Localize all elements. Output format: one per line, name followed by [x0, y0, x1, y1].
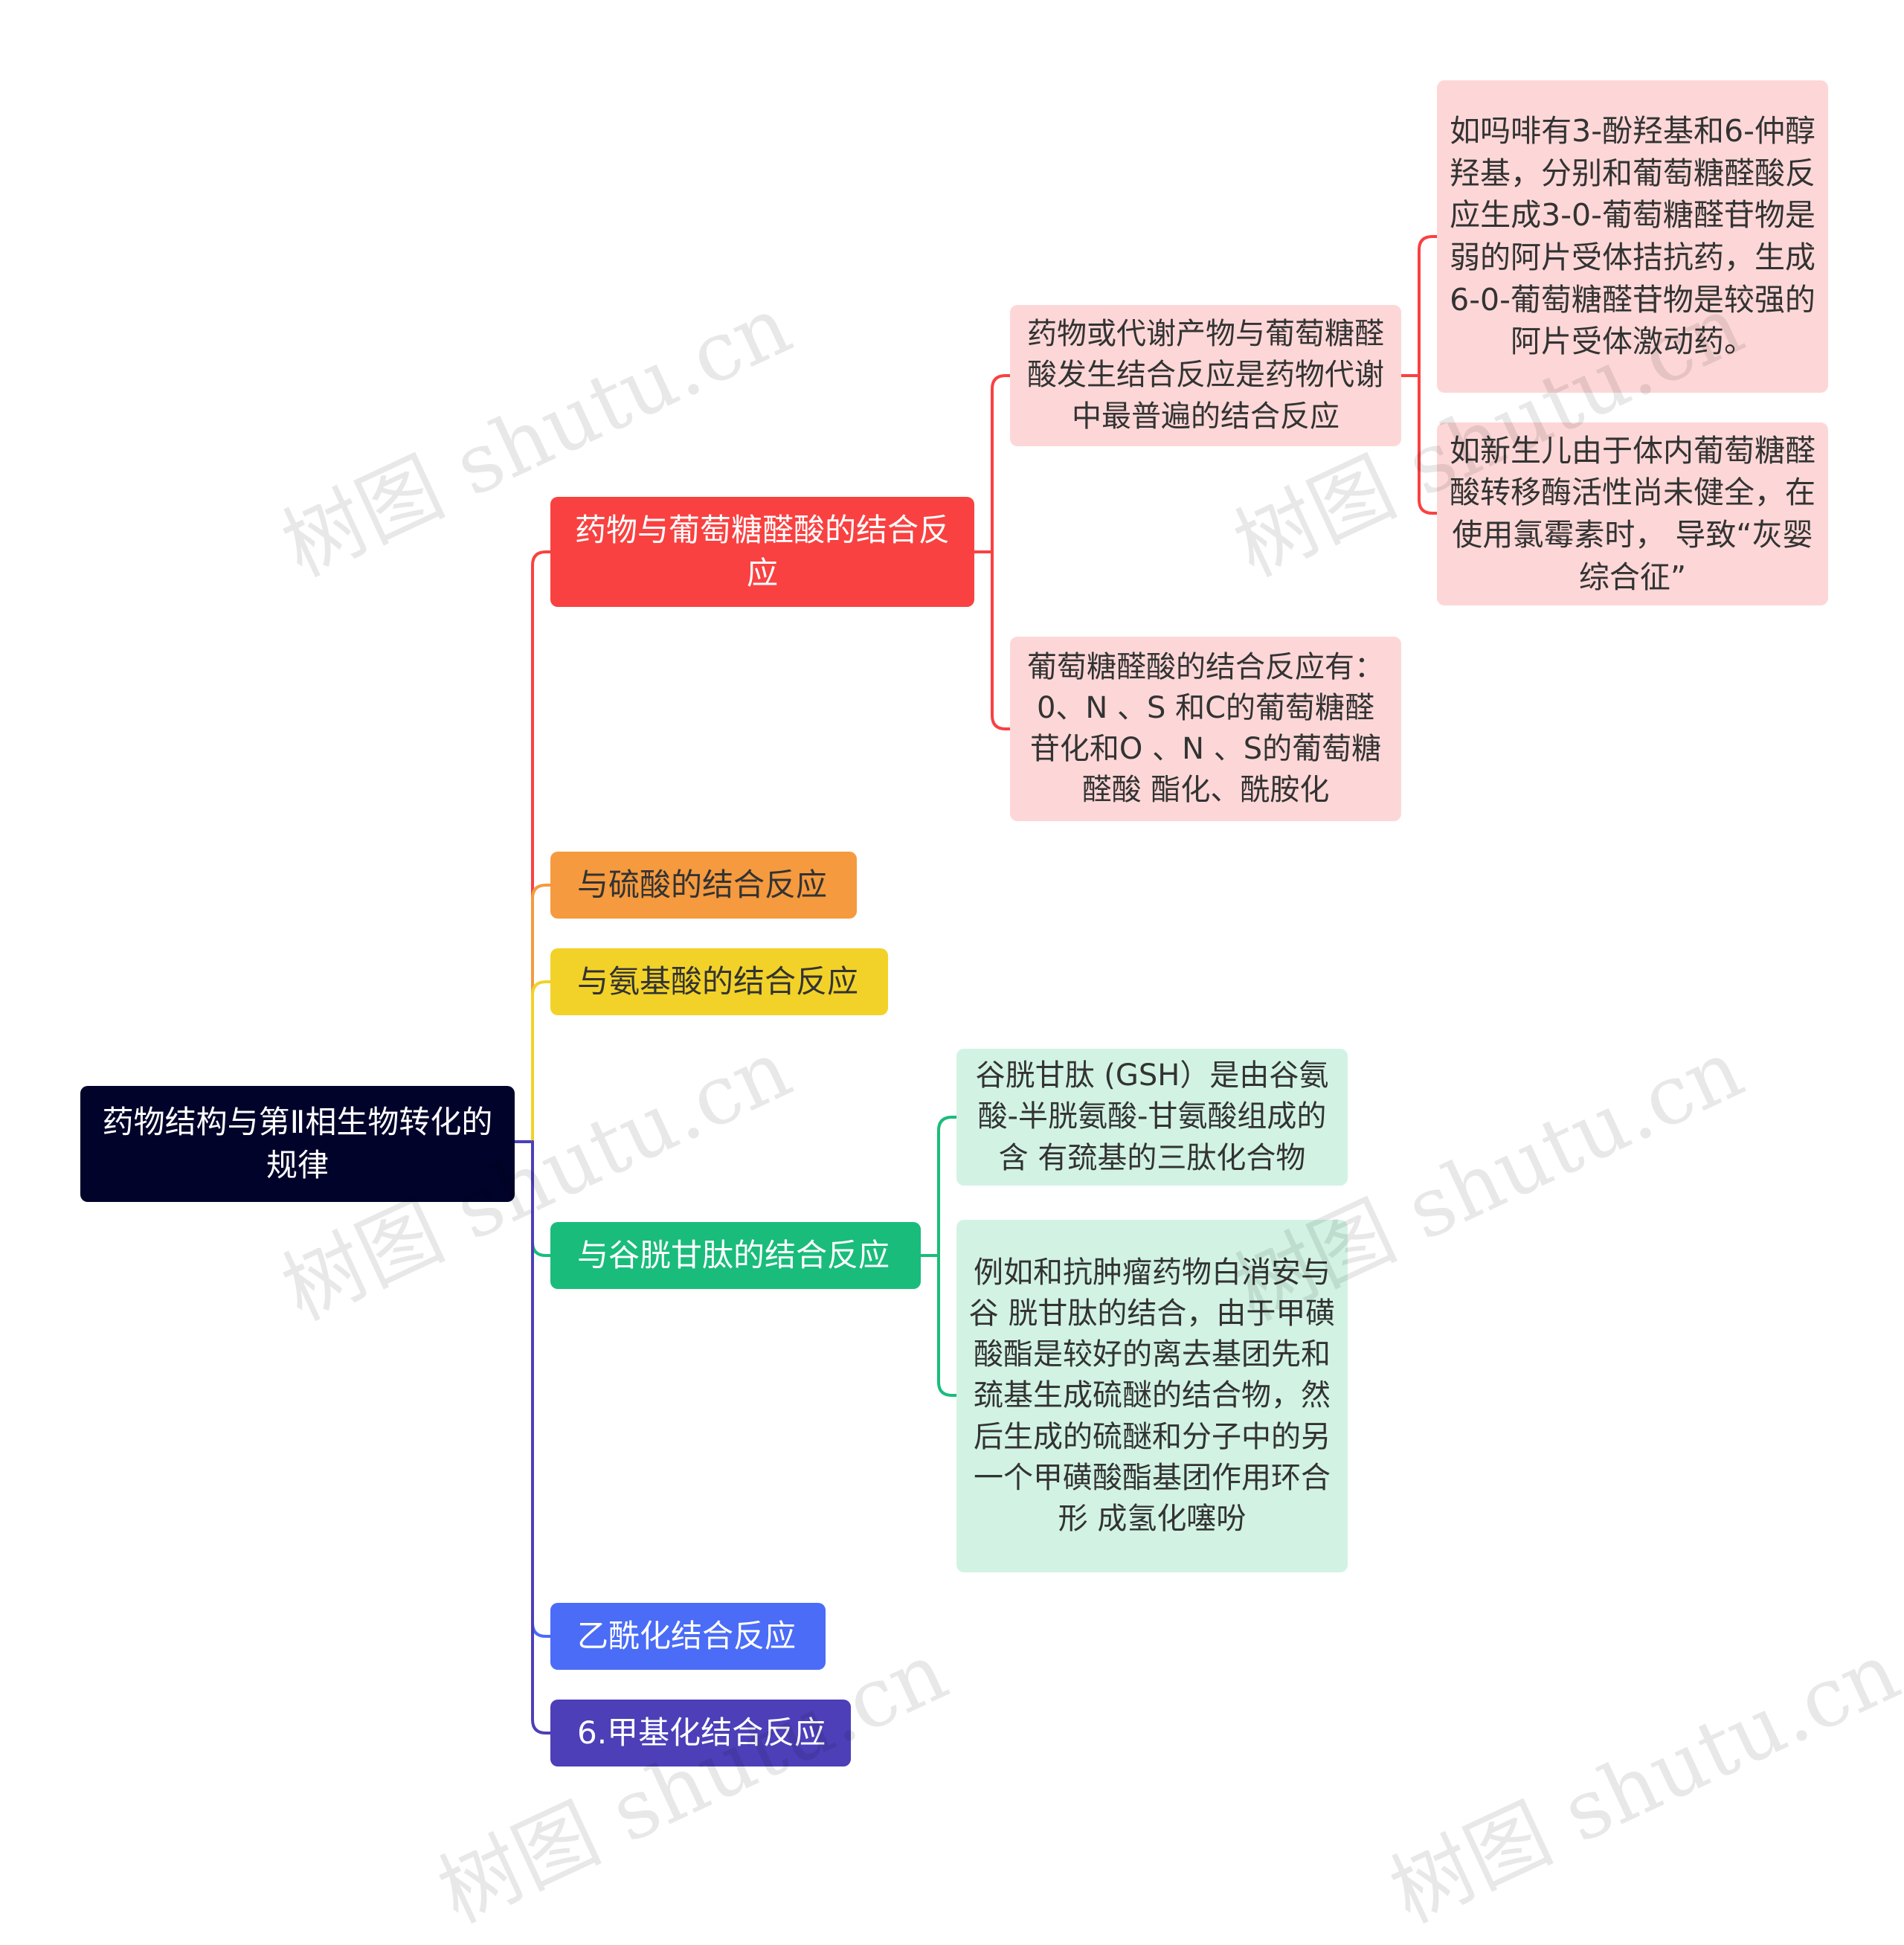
branch-glutathione-label: 与谷胱甘肽的结合反应: [577, 1237, 890, 1274]
root-node[interactable]: 药物结构与第Ⅱ相生物转化的规律: [80, 1086, 515, 1202]
link-gsh: [937, 1116, 958, 1257]
node-morphine-example-label: 如吗啡有3-酚羟基和6-仲醇 羟基，分别和葡萄糖醛酸反应生成3-0-葡萄糖醛苷物…: [1450, 113, 1815, 360]
node-morphine-example[interactable]: 如吗啡有3-酚羟基和6-仲醇 羟基，分别和葡萄糖醛酸反应生成3-0-葡萄糖醛苷物…: [1437, 80, 1828, 393]
link-acetyl: [531, 1140, 552, 1638]
branch-glucuronic[interactable]: 药物与葡萄糖醛酸的结合反应: [550, 497, 974, 607]
node-newborn-example-label: 如新生儿由于体内葡萄糖醛酸转移酶活性尚未健全，在使用氯霉素时， 导致“灰婴综合征…: [1450, 432, 1815, 595]
link-amino: [531, 980, 552, 1143]
link-sulfate: [531, 884, 552, 1143]
link-busulfan: [937, 1254, 958, 1397]
link-methyl: [531, 1140, 552, 1735]
branch-amino[interactable]: 与氨基酸的结合反应: [550, 948, 888, 1015]
branch-amino-label: 与氨基酸的结合反应: [577, 963, 859, 1000]
branch-methyl-label: 6.甲基化结合反应: [577, 1714, 826, 1752]
branch-sulfate[interactable]: 与硫酸的结合反应: [550, 852, 857, 919]
node-glucuronic-types-label: 葡萄糖醛酸的结合反应有：0、N 、S 和C的葡萄糖醛苷化和O 、N 、S的葡萄糖…: [1027, 649, 1384, 808]
link-newborn: [1418, 374, 1438, 515]
link-morphine: [1418, 235, 1438, 377]
branch-acetyl-label: 乙酰化结合反应: [577, 1618, 797, 1655]
node-glucuronic-common-label: 药物或代谢产物与葡萄糖醛酸发生结合反应是药物代谢中最普遍的结合反应: [1027, 317, 1384, 434]
link-common: [991, 374, 1012, 553]
branch-glucuronic-label: 药物与葡萄糖醛酸的结合反应: [574, 512, 950, 591]
node-newborn-example[interactable]: 如新生儿由于体内葡萄糖醛酸转移酶活性尚未健全，在使用氯霉素时， 导致“灰婴综合征…: [1437, 422, 1828, 605]
branch-acetyl[interactable]: 乙酰化结合反应: [550, 1603, 826, 1670]
link-glutathione: [531, 1140, 552, 1257]
root-label: 药物结构与第Ⅱ相生物转化的规律: [102, 1104, 493, 1183]
node-gsh-definition-label: 谷胱甘肽 (GSH）是由谷氨酸-半胱氨酸-甘氨酸组成的含 有巯基的三肽化合物: [975, 1058, 1329, 1175]
branch-glutathione[interactable]: 与谷胱甘肽的结合反应: [550, 1222, 921, 1289]
link-types: [991, 550, 1012, 730]
link-glucuronic: [531, 550, 552, 1143]
branch-methyl[interactable]: 6.甲基化结合反应: [550, 1700, 851, 1766]
node-glucuronic-types[interactable]: 葡萄糖醛酸的结合反应有：0、N 、S 和C的葡萄糖醛苷化和O 、N 、S的葡萄糖…: [1010, 637, 1401, 821]
node-busulfan-example[interactable]: 例如和抗肿瘤药物白消安与谷 胱甘肽的结合，由于甲磺酸酯是较好的离去基团先和巯基生…: [956, 1220, 1348, 1572]
node-glucuronic-common[interactable]: 药物或代谢产物与葡萄糖醛酸发生结合反应是药物代谢中最普遍的结合反应: [1010, 305, 1401, 446]
branch-sulfate-label: 与硫酸的结合反应: [577, 867, 828, 904]
connector-lines: [513, 235, 1438, 1735]
node-busulfan-example-label: 例如和抗肿瘤药物白消安与谷 胱甘肽的结合，由于甲磺酸酯是较好的离去基团先和巯基生…: [968, 1255, 1336, 1536]
node-gsh-definition[interactable]: 谷胱甘肽 (GSH）是由谷氨酸-半胱氨酸-甘氨酸组成的含 有巯基的三肽化合物: [956, 1049, 1348, 1186]
